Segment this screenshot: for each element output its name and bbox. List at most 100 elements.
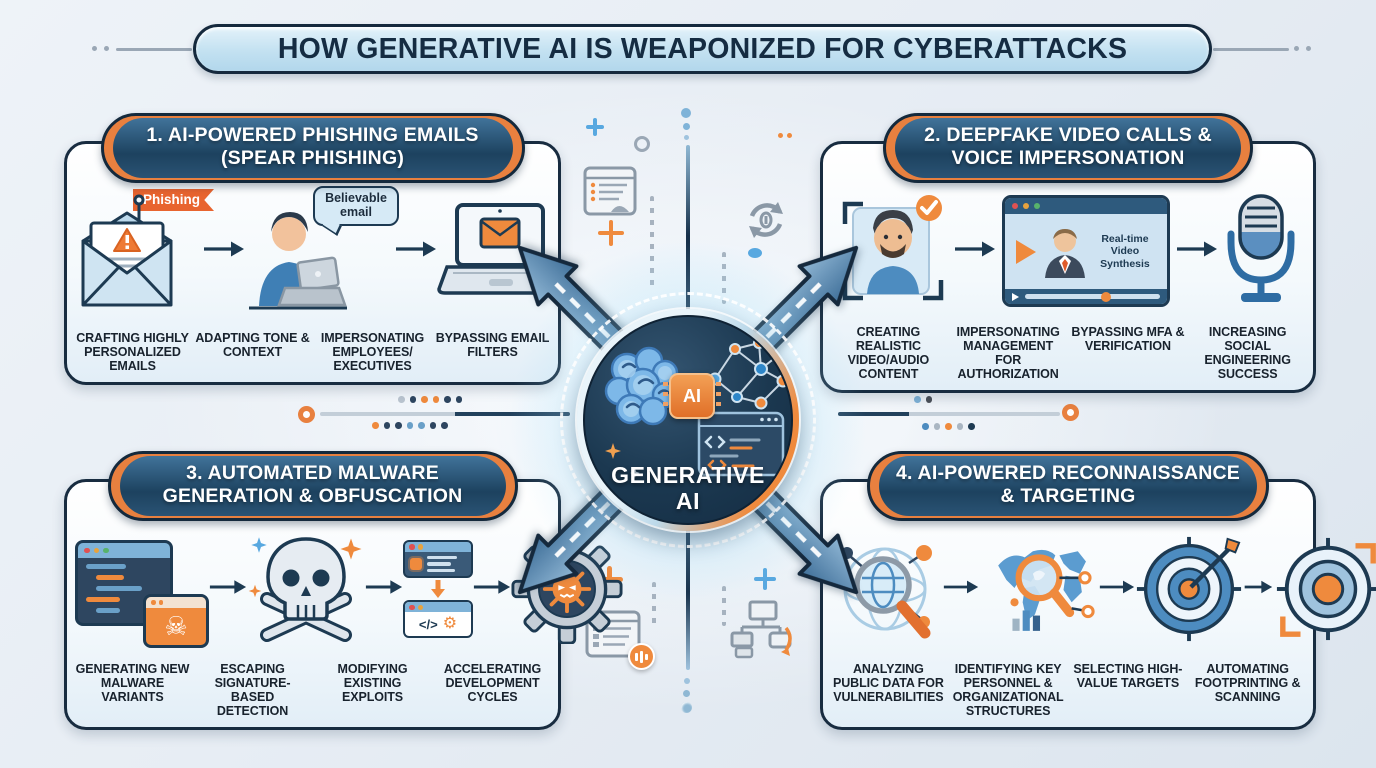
- plus-decoration: [598, 220, 624, 246]
- transform-arrow-icon: [431, 580, 445, 599]
- modified-code-window-icon: </> ⚙: [403, 600, 473, 639]
- gear-glyph-icon: ⚙: [442, 615, 458, 633]
- flow-arrow-icon: [954, 238, 996, 265]
- play-icon: [1015, 239, 1036, 264]
- capability-label: IMPERSONATING MANAGEMENT FOR AUTHORIZATI…: [956, 324, 1060, 381]
- sparkle-icon: [605, 443, 621, 459]
- dotted-divider: [922, 423, 975, 430]
- panel-header-line: & TARGETING: [1000, 485, 1136, 507]
- person-laptop-icon: [249, 212, 347, 310]
- play-icon: [1011, 292, 1019, 301]
- panel-deepfake: 2. DEEPFAKE VIDEO CALLS & VOICE IMPERSON…: [820, 113, 1316, 393]
- panel-header-line: (SPEAR PHISHING): [220, 147, 405, 169]
- phishing-email-icon: Phishing: [75, 189, 214, 311]
- capability-label: GENERATING NEW MALWARE VARIANTS: [75, 661, 190, 704]
- exploit-modification-icon: </> ⚙: [403, 539, 473, 639]
- panel-malware: 3. AUTOMATED MALWARE GENERATION & OBFUSC…: [64, 451, 623, 730]
- panel-phishing-header: 1. AI-POWERED PHISHING EMAILS (SPEAR PHI…: [100, 113, 525, 183]
- flow-arrow-icon: [1243, 576, 1273, 603]
- panel-header-line: 4. AI-POWERED RECONNAISSANCE: [896, 462, 1240, 484]
- exploit-window-icon: [403, 539, 473, 579]
- bug-icon: [410, 558, 422, 570]
- phishing-flag-label: Phishing: [133, 189, 214, 211]
- code-tag-label: </>: [418, 616, 438, 632]
- document-icon: [583, 166, 637, 216]
- dashed-connector: [652, 582, 656, 630]
- panel-header-line: VOICE IMPERSONATION: [951, 147, 1185, 169]
- realtime-video-synthesis-label: Real-time Video Synthesis: [1100, 232, 1150, 270]
- skull-crossbones-icon: [247, 533, 365, 645]
- title-connector-dots-left: [92, 46, 109, 51]
- capability-label: INCREASING SOCIAL ENGINEERING SUCCESS: [1204, 324, 1291, 381]
- microphone-icon: [1223, 192, 1299, 310]
- sync-icon: [749, 202, 783, 238]
- deepfake-person-icon: [1044, 228, 1085, 278]
- crosshair-target-icon: [1273, 534, 1376, 644]
- dotted-divider: [914, 396, 932, 403]
- flow-arrow-icon: [203, 238, 245, 265]
- plus-decoration: [754, 568, 776, 590]
- panel-header-line: 2. DEEPFAKE VIDEO CALLS &: [924, 124, 1212, 146]
- flow-arrow-icon: [209, 576, 247, 603]
- capability-label: MODIFYING EXISTING EXPLOITS: [337, 661, 408, 704]
- flow-arrow-icon: [365, 576, 403, 603]
- capability-label: CRAFTING HIGHLY PERSONALIZED EMAILS: [76, 330, 189, 373]
- flow-arrow-icon: [943, 576, 979, 603]
- video-progress-bar: [1004, 289, 1167, 304]
- capability-label: IMPERSONATING EMPLOYEES/ EXECUTIVES: [320, 330, 425, 373]
- connector-line-left: [320, 412, 570, 416]
- dot-decoration: [748, 248, 762, 258]
- alert-badge-icon: [628, 643, 655, 670]
- skull-glyph-icon: ☠: [164, 611, 188, 641]
- orange-ring-decoration: [298, 406, 315, 423]
- dotted-divider: [398, 396, 462, 403]
- capability-label: IDENTIFYING KEY PERSONNEL & ORGANIZATION…: [952, 661, 1064, 718]
- flow-arrow-icon: [395, 238, 437, 265]
- title-connector-dots-right: [1294, 46, 1311, 51]
- center-divider-line-bottom: [686, 528, 690, 670]
- panel-deepfake-header: 2. DEEPFAKE VIDEO CALLS & VOICE IMPERSON…: [883, 113, 1253, 183]
- flow-arrow-icon: [1176, 238, 1218, 265]
- orange-ring-decoration: [1062, 404, 1079, 421]
- divider-dot: [683, 123, 690, 130]
- panel-recon-header: 4. AI-POWERED RECONNAISSANCE & TARGETING: [867, 451, 1269, 521]
- hub-title: GENERATIVE AI: [611, 462, 765, 514]
- capability-label: ACCELERATING DEVELOPMENT CYCLES: [443, 661, 542, 704]
- center-divider-line-top: [686, 145, 690, 310]
- capability-label: SELECTING HIGH-VALUE TARGETS: [1073, 661, 1183, 690]
- network-nodes-icon: [730, 600, 792, 659]
- believable-email-bubble: Believable email: [313, 186, 399, 226]
- flow-arrow-icon: [1099, 576, 1135, 603]
- window-titlebar: [1004, 198, 1167, 214]
- panel-header-line: 1. AI-POWERED PHISHING EMAILS: [146, 124, 479, 146]
- circle-decoration: [634, 136, 650, 152]
- divider-dot: [681, 702, 692, 713]
- dashed-connector: [650, 196, 654, 292]
- capability-label: ESCAPING SIGNATURE-BASED DETECTION: [214, 661, 291, 718]
- ai-chip-icon: AI: [663, 373, 721, 419]
- capability-label: ADAPTING TONE & CONTEXT: [195, 330, 310, 359]
- capability-label: ANALYZING PUBLIC DATA FOR VULNERABILITIE…: [832, 661, 944, 704]
- malicious-window-icon: ☠: [143, 594, 209, 648]
- divider-dot: [681, 108, 691, 118]
- open-envelope-warning-icon: [81, 194, 173, 307]
- capability-label: AUTOMATING FOOTPRINTING & SCANNING: [1194, 661, 1301, 704]
- page-title: HOW GENERATIVE AI IS WEAPONIZED FOR CYBE…: [193, 24, 1212, 74]
- panel-header-line: GENERATION & OBFUSCATION: [162, 485, 463, 507]
- generative-ai-hub: AI GENERATIVE AI: [577, 309, 799, 531]
- panel-malware-header: 3. AUTOMATED MALWARE GENERATION & OBFUSC…: [107, 451, 518, 521]
- map-search-icon: [979, 539, 1099, 639]
- divider-dot: [684, 135, 689, 140]
- flow-arrow-icon: [473, 576, 511, 603]
- dotted-divider: [372, 422, 448, 429]
- connector-line-right: [838, 412, 1060, 416]
- title-connector-line-right: [1213, 48, 1289, 51]
- deepfake-video-player-icon: Real-time Video Synthesis: [1001, 195, 1170, 307]
- capability-label: BYPASSING EMAIL FILTERS: [435, 330, 550, 359]
- window-titlebar: [78, 543, 170, 558]
- target-dart-icon: [1135, 534, 1243, 644]
- title-connector-line-left: [116, 48, 192, 51]
- capability-label: CREATING REALISTIC VIDEO/AUDIO CONTENT: [847, 324, 930, 381]
- divider-dot: [683, 690, 690, 697]
